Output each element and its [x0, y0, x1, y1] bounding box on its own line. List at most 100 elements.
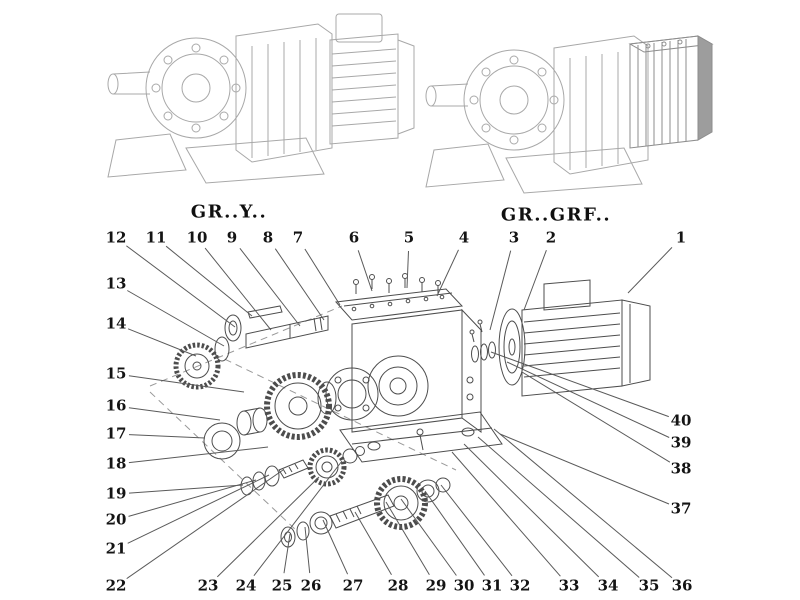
gr-y-foot-left — [107, 133, 187, 178]
leader-line-40 — [490, 351, 669, 418]
callout-12: 12 — [105, 228, 127, 247]
callout-10: 10 — [186, 228, 208, 247]
gr-y-terminal-box — [335, 13, 383, 43]
leader-line-1 — [627, 247, 673, 294]
callout-4: 4 — [458, 228, 470, 247]
leader-line-25 — [283, 533, 291, 574]
bearing — [203, 422, 241, 460]
callout-33: 33 — [558, 576, 580, 595]
leader-line-31 — [424, 490, 485, 576]
callout-19: 19 — [105, 484, 127, 503]
leader-line-6 — [357, 250, 373, 292]
leader-line-8 — [274, 248, 325, 321]
leader-line-32 — [440, 484, 513, 577]
callout-18: 18 — [105, 454, 127, 473]
leader-line-29 — [385, 501, 430, 576]
leader-line-33 — [451, 451, 561, 577]
gr-y-gearcase — [235, 23, 333, 163]
leader-line-15 — [128, 375, 245, 393]
gr-grf-front-bell — [463, 49, 565, 151]
leader-line-38 — [521, 371, 671, 463]
callout-15: 15 — [105, 364, 127, 383]
callout-23: 23 — [197, 576, 219, 595]
callout-35: 35 — [638, 576, 660, 595]
toothed-bearing — [173, 342, 221, 390]
callout-26: 26 — [300, 576, 322, 595]
gr-grf-foot-left — [425, 143, 505, 188]
callout-30: 30 — [453, 576, 475, 595]
exploded-view — [149, 273, 651, 548]
exploded-motor — [469, 279, 651, 397]
gr-y-foot-right — [185, 137, 325, 184]
callout-22: 22 — [105, 576, 127, 595]
leader-line-3 — [489, 250, 512, 331]
bearing-flange — [325, 367, 379, 421]
gr-grf-foot-right — [505, 147, 643, 194]
gr-grf-gearcase — [553, 35, 649, 175]
leader-line-28 — [354, 511, 392, 576]
leader-line-24 — [253, 460, 343, 577]
callout-6: 6 — [348, 228, 360, 247]
gear-hub — [317, 381, 337, 415]
motor-fan-cover — [621, 299, 651, 387]
callout-39: 39 — [670, 433, 692, 452]
leader-lines — [126, 245, 673, 580]
leader-line-39 — [506, 361, 670, 438]
motor-terminal-box — [543, 279, 591, 311]
callout-37: 37 — [670, 499, 692, 518]
gearmotor-gr-y-illustration — [107, 13, 415, 184]
leader-line-20 — [128, 479, 257, 517]
leader-line-16 — [128, 407, 221, 421]
gr-y-motor-body — [329, 33, 399, 145]
callout-3: 3 — [508, 228, 520, 247]
leader-line-19 — [128, 484, 244, 494]
leader-line-12 — [126, 245, 236, 328]
variant-label-gr-y: GR..Y.. — [190, 201, 268, 223]
input-shaft — [245, 315, 329, 349]
leader-line-21 — [127, 474, 270, 544]
callout-28: 28 — [387, 576, 409, 595]
leader-line-37 — [499, 433, 670, 505]
gr-y-output-shaft-end — [107, 73, 119, 95]
variant-label-gr-grf: GR..GRF.. — [500, 204, 612, 226]
output-shaft — [329, 494, 395, 529]
leader-line-7 — [304, 248, 341, 306]
callout-21: 21 — [105, 539, 127, 558]
exploded-intermediate-gear-group — [203, 367, 379, 460]
gr-y-fan-cover — [397, 39, 415, 135]
leader-line-2 — [523, 250, 547, 311]
gr-grf-block-front — [629, 35, 699, 149]
callout-38: 38 — [670, 459, 692, 478]
callout-14: 14 — [105, 314, 127, 333]
leader-line-18 — [128, 446, 269, 464]
leader-line-4 — [436, 249, 459, 297]
leader-line-5 — [406, 250, 409, 289]
callout-7: 7 — [292, 228, 304, 247]
exploded-input-shaft-group — [173, 305, 329, 390]
callout-25: 25 — [271, 576, 293, 595]
callout-8: 8 — [262, 228, 274, 247]
housing-cover-plate — [334, 288, 464, 321]
callout-17: 17 — [105, 424, 127, 443]
callout-32: 32 — [509, 576, 531, 595]
construction-guides — [149, 305, 457, 533]
callout-1: 1 — [675, 228, 687, 247]
leader-line-34 — [463, 443, 600, 578]
callout-16: 16 — [105, 396, 127, 415]
leader-line-14 — [127, 328, 197, 357]
leader-line-27 — [322, 519, 349, 575]
callout-40: 40 — [670, 411, 692, 430]
gr-grf-block-side — [697, 35, 713, 141]
gearmotor-gr-grf-illustration — [425, 35, 714, 194]
leader-line-11 — [165, 245, 253, 317]
exploded-countershaft-group — [240, 446, 365, 496]
callout-5: 5 — [403, 228, 415, 247]
callout-9: 9 — [226, 228, 238, 247]
cover-bolts — [353, 273, 441, 295]
leader-line-22 — [126, 469, 284, 580]
leader-line-35 — [477, 436, 640, 578]
callout-34: 34 — [597, 576, 619, 595]
gr-y-front-bell — [145, 37, 247, 139]
